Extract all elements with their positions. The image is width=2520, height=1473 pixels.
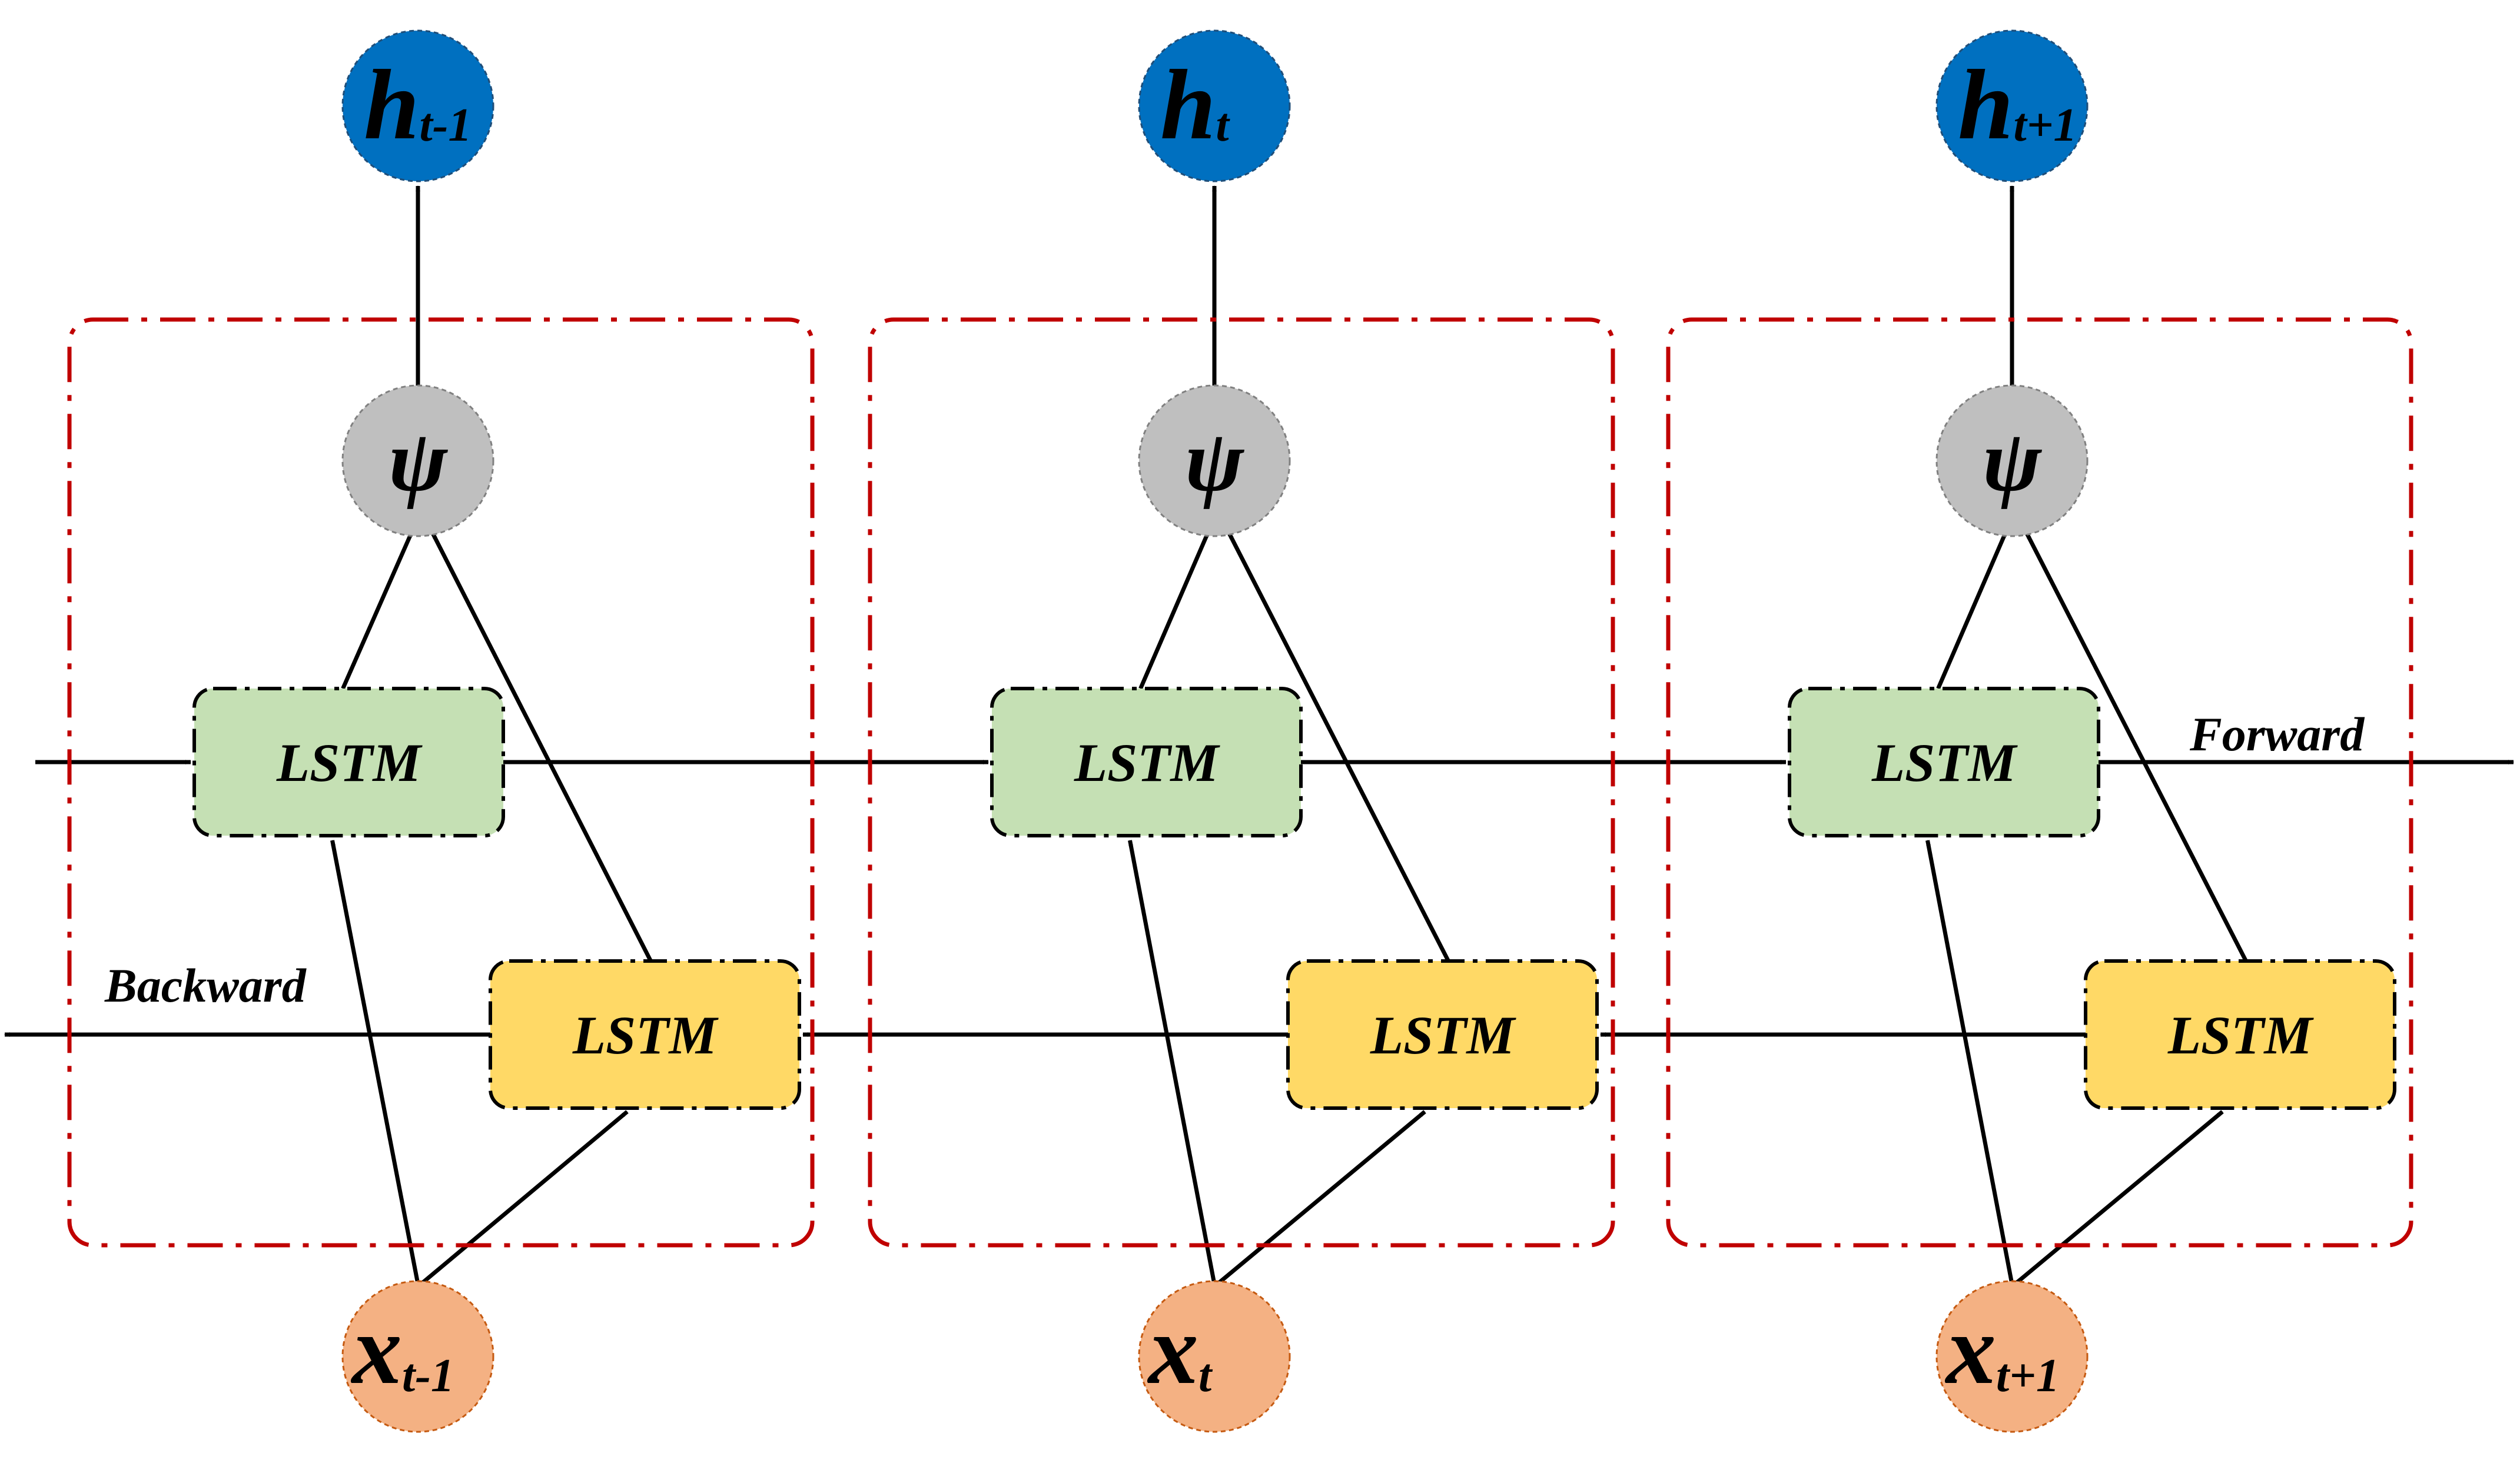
combiner-symbol: ψ bbox=[389, 412, 449, 510]
combiner-node: ψ bbox=[1138, 384, 1291, 537]
output-main: h bbox=[364, 49, 420, 160]
backward-to-psi-arrow bbox=[1227, 532, 1450, 962]
input-main: x bbox=[350, 1294, 402, 1405]
output-subscript: t-1 bbox=[420, 99, 472, 151]
output-circle bbox=[1138, 29, 1291, 182]
timestep-frame bbox=[67, 317, 815, 1248]
input-node: xt bbox=[1138, 1280, 1291, 1433]
input-subscript: t bbox=[1198, 1350, 1213, 1402]
input-circle bbox=[1138, 1280, 1291, 1433]
forward-lstm-box bbox=[990, 687, 1303, 837]
forward-lstm-label: LSTM bbox=[276, 733, 423, 793]
forward-to-psi-arrow bbox=[1138, 530, 1211, 690]
backward-lstm-cell: LSTM bbox=[489, 959, 801, 1110]
output-node: ht+1 bbox=[1935, 29, 2089, 182]
output-label: ht-1 bbox=[364, 49, 472, 160]
output-label: ht bbox=[1160, 49, 1231, 160]
input-node: xt+1 bbox=[1935, 1280, 2089, 1433]
output-main: h bbox=[1160, 49, 1216, 160]
backward-to-psi-arrow bbox=[430, 532, 653, 962]
output-label: ht+1 bbox=[1958, 49, 2077, 160]
output-subscript: t bbox=[1216, 99, 1231, 151]
connections-layer bbox=[4, 185, 2514, 1286]
forward-lstm-cell: LSTM bbox=[192, 687, 505, 837]
forward-to-psi-arrow bbox=[1936, 530, 2008, 690]
input-circle bbox=[1935, 1280, 2089, 1433]
forward-to-psi-arrow bbox=[341, 530, 414, 690]
timestep-frame bbox=[868, 317, 1615, 1248]
input-circle bbox=[341, 1280, 494, 1433]
output-circle bbox=[341, 29, 494, 182]
combiner-circle bbox=[1935, 384, 2089, 537]
forward-lstm-box bbox=[192, 687, 505, 837]
backward-lstm-label: LSTM bbox=[572, 1005, 719, 1065]
combiner-circle bbox=[1138, 384, 1291, 537]
backward-label: Backward bbox=[104, 959, 307, 1012]
backward-lstm-box bbox=[489, 959, 801, 1110]
forward-lstm-box bbox=[1788, 687, 2100, 837]
input-subscript: t+1 bbox=[1996, 1350, 2060, 1402]
forward-lstm-label: LSTM bbox=[1074, 733, 1221, 793]
nodes-layer: LSTMLSTMψht-1xt-1LSTMLSTMψhtxtLSTMLSTMψh… bbox=[67, 29, 2413, 1433]
combiner-symbol: ψ bbox=[1983, 412, 2043, 510]
forward-lstm-cell: LSTM bbox=[1788, 687, 2100, 837]
backward-lstm-box bbox=[1286, 959, 1599, 1110]
forward-lstm-label: LSTM bbox=[1871, 733, 2018, 793]
input-to-backward-arrow bbox=[419, 1110, 629, 1286]
input-label: xt bbox=[1147, 1294, 1213, 1405]
input-main: x bbox=[1944, 1294, 1996, 1405]
backward-to-psi-arrow bbox=[2024, 532, 2248, 962]
backward-lstm-cell: LSTM bbox=[1286, 959, 1599, 1110]
input-subscript: t-1 bbox=[402, 1350, 454, 1402]
combiner-symbol: ψ bbox=[1185, 412, 1245, 510]
forward-lstm-cell: LSTM bbox=[990, 687, 1303, 837]
combiner-node: ψ bbox=[341, 384, 494, 537]
output-circle bbox=[1935, 29, 2089, 182]
input-to-forward-arrow bbox=[1925, 840, 2014, 1285]
forward-label: Forward bbox=[2189, 707, 2365, 761]
combiner-node: ψ bbox=[1935, 384, 2089, 537]
timestep-frame bbox=[1666, 317, 2413, 1248]
output-node: ht-1 bbox=[341, 29, 494, 182]
output-node: ht bbox=[1138, 29, 1291, 182]
input-to-forward-arrow bbox=[1128, 840, 1217, 1285]
input-to-forward-arrow bbox=[330, 840, 420, 1285]
input-main: x bbox=[1147, 1294, 1198, 1405]
input-label: xt-1 bbox=[350, 1294, 454, 1405]
input-to-backward-arrow bbox=[1216, 1110, 1426, 1286]
input-node: xt-1 bbox=[341, 1280, 494, 1433]
input-label: xt+1 bbox=[1944, 1294, 2060, 1405]
backward-lstm-label: LSTM bbox=[2167, 1005, 2315, 1065]
input-to-backward-arrow bbox=[2013, 1110, 2224, 1286]
backward-lstm-cell: LSTM bbox=[2084, 959, 2396, 1110]
backward-lstm-box bbox=[2084, 959, 2396, 1110]
combiner-circle bbox=[341, 384, 494, 537]
output-main: h bbox=[1958, 49, 2014, 160]
output-subscript: t+1 bbox=[2014, 99, 2077, 151]
backward-lstm-label: LSTM bbox=[1370, 1005, 1517, 1065]
